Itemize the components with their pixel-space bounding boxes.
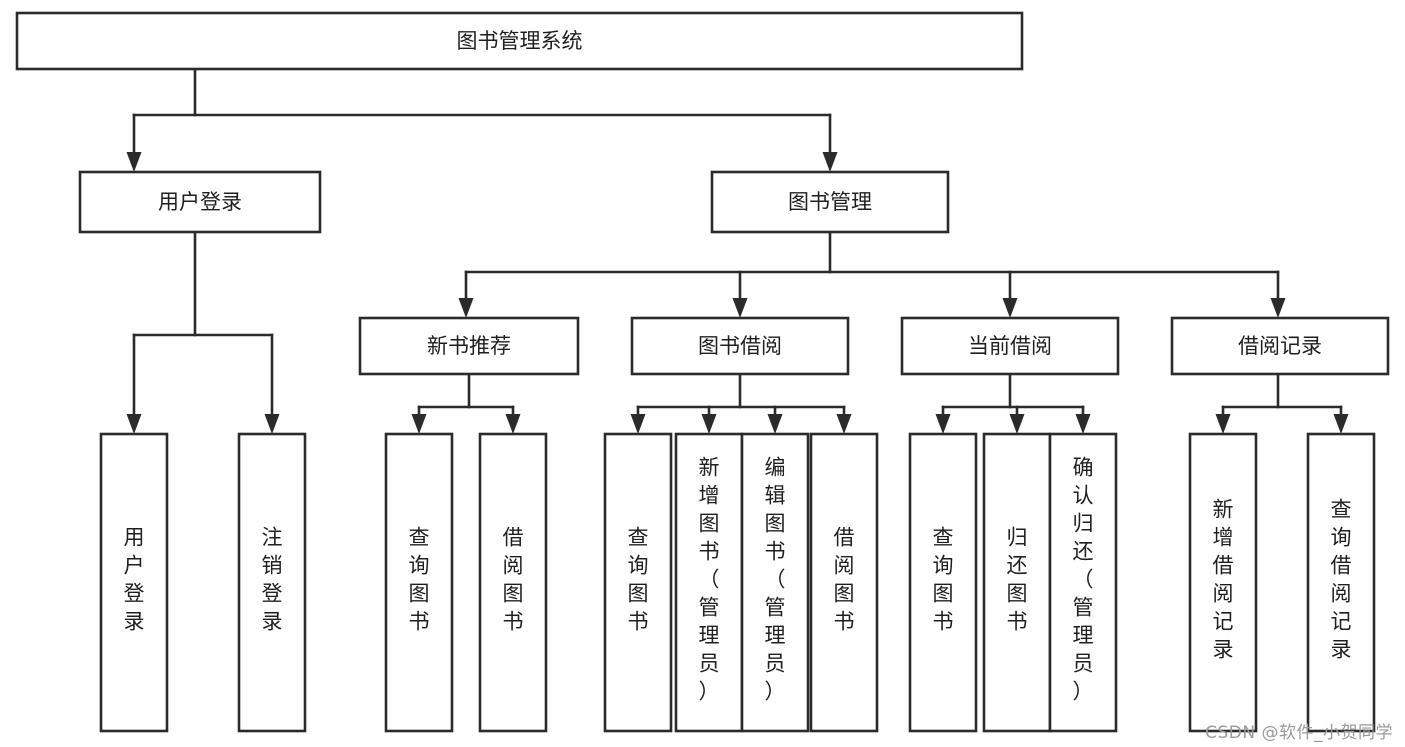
node-leaf-confirm-return-admin[interactable]: 确认归还（管理员） [1048,432,1118,733]
node-leaf-borrow-book-recommend[interactable]: 借阅图书 [478,432,548,733]
node-leaf-user-login[interactable]: 用户登录 [99,432,169,733]
node-box-root[interactable] [15,11,1024,71]
node-box-leaf-add-book-admin[interactable] [674,432,744,733]
connector-layer [126,67,1349,434]
book-management-drop-3-arrowhead [1270,298,1286,318]
node-leaf-query-book-recommend[interactable]: 查询图书 [384,432,454,733]
book-borrow-drop-2-arrowhead [767,414,783,434]
node-label-leaf-confirm-return-admin: 确认归还（管理员） [1073,456,1094,704]
node-box-leaf-borrow-book[interactable] [809,432,879,733]
book-borrow-drop-0-arrowhead [630,414,646,434]
node-label-leaf-query-borrow-record: 查询借阅记录 [1331,498,1352,662]
node-box-leaf-logout-login[interactable] [237,432,307,733]
node-leaf-add-borrow-record[interactable]: 新增借阅记录 [1188,432,1258,733]
node-current-borrow[interactable]: 当前借阅 [900,316,1120,376]
node-label-leaf-add-borrow-record: 新增借阅记录 [1213,498,1234,662]
current-borrow-drop-1-arrowhead [1009,414,1025,434]
node-book-management[interactable]: 图书管理 [710,170,950,234]
book-management-drop-2-arrowhead [1002,298,1018,318]
node-label-leaf-logout-login: 注销登录 [262,526,283,634]
node-label-borrow-record: 借阅记录 [1238,334,1322,358]
user-login-drop-1-arrowhead [264,414,280,434]
node-leaf-borrow-book[interactable]: 借阅图书 [809,432,879,733]
node-box-book-borrow[interactable] [630,316,850,376]
node-box-current-borrow[interactable] [900,316,1120,376]
node-box-user-login[interactable] [78,170,322,234]
book-management-drop-1-arrowhead [732,298,748,318]
node-label-current-borrow: 当前借阅 [968,334,1052,358]
node-label-leaf-query-book-recommend: 查询图书 [409,526,430,634]
node-leaf-logout-login[interactable]: 注销登录 [237,432,307,733]
user-login-drop-0-arrowhead [126,414,142,434]
book-borrow-drop-1-arrowhead [701,414,717,434]
node-box-leaf-query-borrow-record[interactable] [1306,432,1376,733]
node-box-leaf-query-book-current[interactable] [908,432,978,733]
book-borrow-drop-3-arrowhead [836,414,852,434]
node-box-book-management[interactable] [710,170,950,234]
node-box-leaf-query-book-recommend[interactable] [384,432,454,733]
node-leaf-query-borrow-record[interactable]: 查询借阅记录 [1306,432,1376,733]
node-label-user-login: 用户登录 [158,190,242,214]
node-label-leaf-edit-book-admin: 编辑图书（管理员） [765,456,786,704]
node-label-leaf-return-book: 归还图书 [1007,526,1028,634]
new-book-recommend-drop-1-arrowhead [505,414,521,434]
node-label-root: 图书管理系统 [457,29,583,53]
csdn-watermark: CSDN @软件_小贺同学 [1205,723,1393,743]
node-root[interactable]: 图书管理系统 [15,11,1024,71]
node-leaf-query-book-current[interactable]: 查询图书 [908,432,978,733]
node-label-leaf-query-book-borrow: 查询图书 [628,526,649,634]
node-label-leaf-query-book-current: 查询图书 [933,526,954,634]
node-box-leaf-confirm-return-admin[interactable] [1048,432,1118,733]
root-drop-1-arrowhead [822,152,838,172]
current-borrow-drop-0-arrowhead [935,414,951,434]
node-label-book-borrow: 图书借阅 [698,334,782,358]
node-leaf-add-book-admin[interactable]: 新增图书（管理员） [674,432,744,733]
node-leaf-return-book[interactable]: 归还图书 [982,432,1052,733]
new-book-recommend-drop-0-arrowhead [411,414,427,434]
node-label-book-management: 图书管理 [788,190,872,214]
node-box-borrow-record[interactable] [1170,316,1390,376]
node-label-leaf-borrow-book-recommend: 借阅图书 [503,526,524,634]
root-drop-0-arrowhead [126,152,142,172]
node-box-leaf-borrow-book-recommend[interactable] [478,432,548,733]
node-layer: 图书管理系统用户登录图书管理新书推荐图书借阅当前借阅借阅记录用户登录注销登录查询… [15,11,1390,733]
node-borrow-record[interactable]: 借阅记录 [1170,316,1390,376]
node-leaf-query-book-borrow[interactable]: 查询图书 [603,432,673,733]
node-leaf-edit-book-admin[interactable]: 编辑图书（管理员） [740,432,810,733]
node-box-leaf-edit-book-admin[interactable] [740,432,810,733]
node-box-leaf-query-book-borrow[interactable] [603,432,673,733]
node-label-leaf-add-book-admin: 新增图书（管理员） [699,456,720,704]
node-user-login[interactable]: 用户登录 [78,170,322,234]
borrow-record-drop-1-arrowhead [1333,414,1349,434]
node-label-new-book-recommend: 新书推荐 [427,334,511,358]
node-label-leaf-borrow-book: 借阅图书 [834,526,855,634]
node-book-borrow[interactable]: 图书借阅 [630,316,850,376]
book-management-drop-0-arrowhead [458,298,474,318]
current-borrow-drop-2-arrowhead [1075,414,1091,434]
node-box-new-book-recommend[interactable] [358,316,580,376]
borrow-record-drop-0-arrowhead [1215,414,1231,434]
node-new-book-recommend[interactable]: 新书推荐 [358,316,580,376]
node-label-leaf-user-login: 用户登录 [124,526,145,634]
node-box-leaf-user-login[interactable] [99,432,169,733]
node-box-leaf-add-borrow-record[interactable] [1188,432,1258,733]
